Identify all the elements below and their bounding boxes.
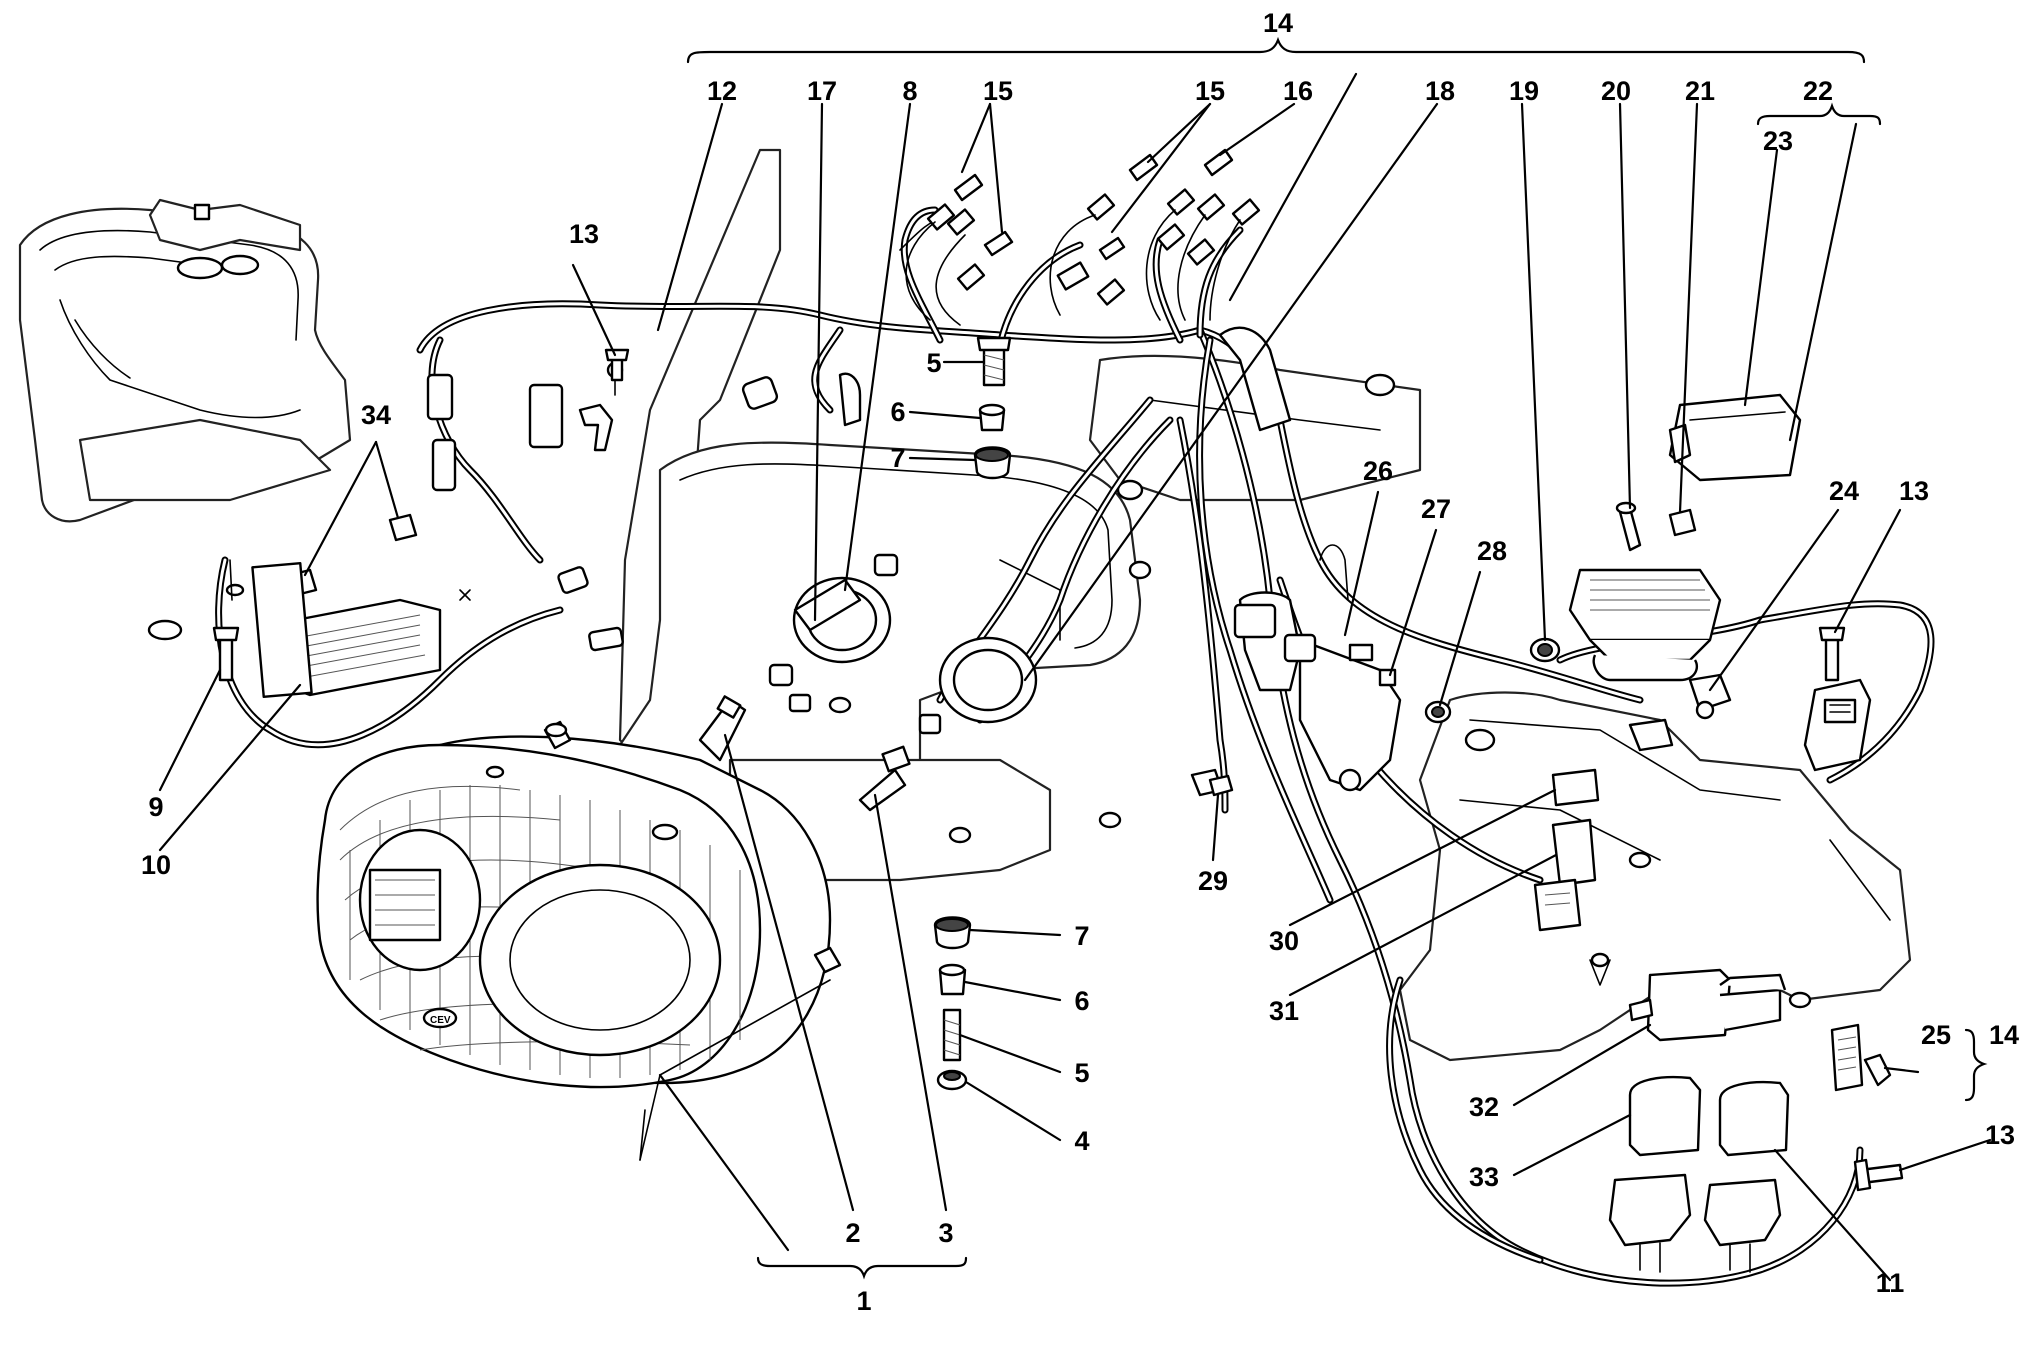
label-29: 29 (1198, 866, 1228, 896)
headlight-assembly: CEV (316, 720, 842, 1089)
label-7-top: 7 (890, 443, 905, 473)
bulb-16 (1203, 148, 1234, 177)
left-subframe (18, 198, 352, 641)
label-7-bottom: 7 (1074, 921, 1089, 951)
relay-33 (1628, 1076, 1702, 1157)
leader-lines (158, 72, 1992, 1282)
label-20: 20 (1601, 76, 1631, 106)
label-30: 30 (1269, 926, 1299, 956)
label-12: 12 (707, 76, 737, 106)
flasher-unit (1298, 638, 1402, 792)
label-33: 33 (1469, 1162, 1499, 1192)
label-8: 8 (902, 76, 917, 106)
label-5-bottom: 5 (1074, 1058, 1089, 1088)
brace-22 (1756, 102, 1882, 126)
label-15-right: 15 (1195, 76, 1225, 106)
label-16: 16 (1283, 76, 1313, 106)
relay-box-23 (1668, 393, 1802, 482)
label-10: 10 (141, 850, 171, 880)
label-14-side: 14 (1989, 1020, 2019, 1050)
rubber-grommet (147, 619, 183, 641)
relay-32 (1646, 968, 1732, 1042)
group-braces (686, 36, 1988, 1280)
label-27: 27 (1421, 494, 1451, 524)
brace-14-top (686, 36, 1866, 64)
relay-11 (1718, 1081, 1790, 1157)
label-6-top: 6 (890, 397, 905, 427)
label-34: 34 (361, 400, 391, 430)
label-31: 31 (1269, 996, 1299, 1026)
harness-connectors-top (899, 148, 1261, 326)
label-6-bottom: 6 (1074, 986, 1089, 1016)
label-9: 9 (148, 792, 163, 822)
label-22: 22 (1803, 76, 1833, 106)
label-24: 24 (1829, 476, 1859, 506)
right-frame (1398, 691, 1912, 1062)
bulb-15 (983, 230, 1014, 257)
right-components (1529, 393, 1904, 1273)
label-11: 11 (1876, 1268, 1905, 1298)
brace-1 (756, 1256, 968, 1280)
label-28: 28 (1477, 536, 1507, 566)
brace-14-side (1964, 1028, 1988, 1102)
connector-plug (426, 373, 454, 421)
bulb-3 (858, 768, 907, 812)
label-25: 25 (1921, 1020, 1951, 1050)
label-2: 2 (845, 1218, 860, 1248)
label-15-left: 15 (983, 76, 1013, 106)
label-14-top: 14 (1263, 8, 1293, 38)
label-13-bottomright: 13 (1985, 1120, 2015, 1150)
label-26: 26 (1363, 456, 1393, 486)
label-13-topleft: 13 (569, 219, 599, 249)
bulb-15 (953, 173, 984, 202)
label-23: 23 (1763, 126, 1793, 156)
lens-logo: CEV (430, 1015, 451, 1026)
label-3: 3 (938, 1218, 953, 1248)
label-32: 32 (1469, 1092, 1499, 1122)
callout-labels: 14 12 17 8 15 15 16 18 19 20 21 22 23 13… (141, 8, 2019, 1316)
label-17: 17 (807, 76, 837, 106)
label-18: 18 (1425, 76, 1455, 106)
label-1: 1 (856, 1286, 871, 1316)
label-21: 21 (1685, 76, 1715, 106)
left-connectors (212, 348, 862, 699)
headlight-bulb-sockets (698, 553, 1038, 812)
center-connectors (1190, 544, 1452, 797)
label-19: 19 (1509, 76, 1539, 106)
label-13-right: 13 (1899, 476, 1929, 506)
mounting-hardware (933, 336, 1012, 1091)
label-4: 4 (1074, 1126, 1089, 1156)
label-5-top: 5 (926, 348, 941, 378)
